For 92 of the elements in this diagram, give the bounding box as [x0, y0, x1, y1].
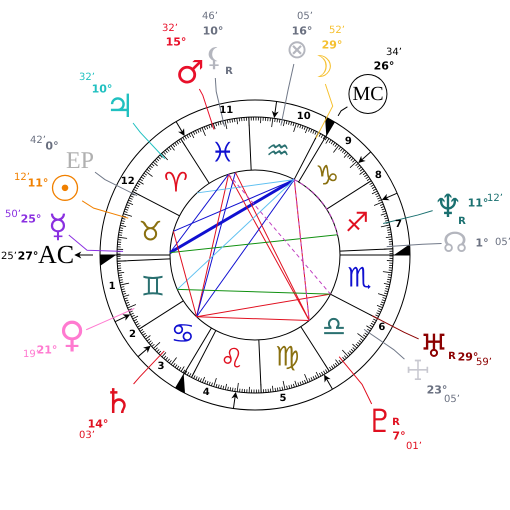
zodiac-sign: ♐ — [344, 209, 370, 236]
house-number: 8 — [374, 171, 382, 182]
degree-label: 23° — [426, 384, 448, 396]
minute-label: 12’ — [14, 173, 30, 183]
house-number: 10 — [296, 112, 311, 122]
house-number: 12 — [120, 177, 135, 188]
minute-label: 46’ — [202, 12, 218, 22]
zodiac-sign: ♊ — [140, 274, 166, 301]
leader-line — [198, 88, 214, 130]
zodiac-sign: ♋ — [170, 320, 195, 348]
degree-label: 16° — [292, 26, 312, 36]
leader-line — [338, 106, 348, 116]
retrograde-mark: R — [225, 67, 233, 77]
minute-label: 34’ — [386, 48, 402, 58]
leader-line — [364, 328, 405, 360]
leader-line — [68, 234, 124, 252]
angle-label: MC — [348, 74, 388, 114]
planet-symbol: ⚸ — [204, 45, 224, 71]
minute-label: 59’ — [476, 358, 492, 368]
retrograde-mark: R — [448, 352, 456, 362]
degree-label: 25° — [20, 214, 42, 224]
degree-label: 10° — [202, 26, 224, 36]
zodiac-sign: ♈ — [164, 169, 188, 196]
planet-symbol: ⊗ — [286, 37, 308, 63]
planet-symbol: ♄ — [102, 385, 134, 419]
degree-label: 15° — [166, 36, 186, 48]
house-number: 9 — [344, 137, 352, 148]
planet-symbol: ☊ — [442, 229, 468, 257]
degree-label: 14° — [88, 418, 108, 430]
zodiac-sign: ♎ — [322, 314, 346, 341]
degree-label: 29° — [322, 40, 342, 50]
leader-line — [94, 172, 138, 196]
leader-line — [132, 122, 166, 160]
zodiac-sign: ♒ — [266, 137, 290, 164]
minute-label: 32’ — [162, 24, 178, 34]
arrow — [74, 252, 94, 258]
leader-line — [338, 356, 372, 404]
zodiac-sign: ♌ — [220, 346, 244, 373]
planet-symbol: ☿ — [48, 210, 68, 242]
minute-label: 03’ — [79, 431, 95, 441]
leader-line — [386, 243, 442, 248]
angle-label: AC — [38, 242, 74, 268]
leader-line — [82, 200, 129, 219]
degree-label: 29° — [458, 352, 478, 362]
minute-label: 52’ — [329, 26, 345, 36]
leader-line — [214, 78, 226, 128]
minute-label: 50’ — [5, 210, 21, 220]
leader-line — [372, 315, 420, 340]
minute-label: 42’ — [30, 136, 46, 146]
degree-label: 11° — [28, 178, 48, 188]
retrograde-mark: R — [392, 418, 400, 428]
planet-symbol: ♂ — [176, 56, 204, 88]
minute-label: 32’ — [79, 73, 95, 83]
zodiac-sign: ♓ — [210, 139, 235, 166]
house-number: 7 — [394, 220, 402, 230]
degree-label: 26° — [374, 60, 394, 72]
planet-symbol: ♇ — [366, 405, 394, 437]
minute-label: 05’ — [495, 238, 510, 248]
minute-label: 19’ — [23, 350, 39, 360]
degree-label: 27° — [18, 250, 38, 262]
planet-symbol: ♀ — [58, 318, 86, 354]
house-number: 2 — [128, 330, 136, 340]
angle-label: EP — [66, 149, 94, 173]
house-number: 4 — [202, 388, 210, 398]
leader-line — [280, 64, 294, 126]
house-number: 3 — [157, 362, 164, 372]
minute-label: 25’ — [1, 252, 17, 262]
degree-label: 21° — [36, 344, 58, 356]
leader-line — [382, 210, 434, 224]
degree-label: 1° — [475, 238, 489, 248]
zodiac-sign: ♉ — [138, 218, 163, 246]
leader-line — [133, 350, 165, 384]
leader-line — [316, 84, 334, 138]
planet-symbol: ☉ — [48, 172, 82, 208]
minute-label: 12’ — [487, 194, 503, 204]
minute-label: 01’ — [406, 442, 422, 452]
degree-label: 7° — [392, 430, 406, 442]
zodiac-sign: ♑ — [315, 162, 340, 190]
house-number: 6 — [378, 323, 386, 334]
minute-label: 05’ — [444, 395, 460, 405]
degree-label: 0° — [45, 140, 59, 152]
planet-symbol: ☽ — [306, 53, 334, 83]
retrograde-mark: R — [458, 217, 466, 227]
house-number: 11 — [219, 106, 234, 116]
zodiac-sign: ♍ — [275, 344, 300, 370]
degree-label: 11° — [468, 198, 488, 208]
minute-label: 05’ — [297, 12, 313, 22]
leader-line — [86, 308, 135, 330]
house-number: 1 — [108, 282, 116, 292]
planet-marker — [348, 48, 402, 114]
zodiac-sign: ♏ — [347, 264, 372, 292]
house-number: 5 — [279, 394, 286, 404]
